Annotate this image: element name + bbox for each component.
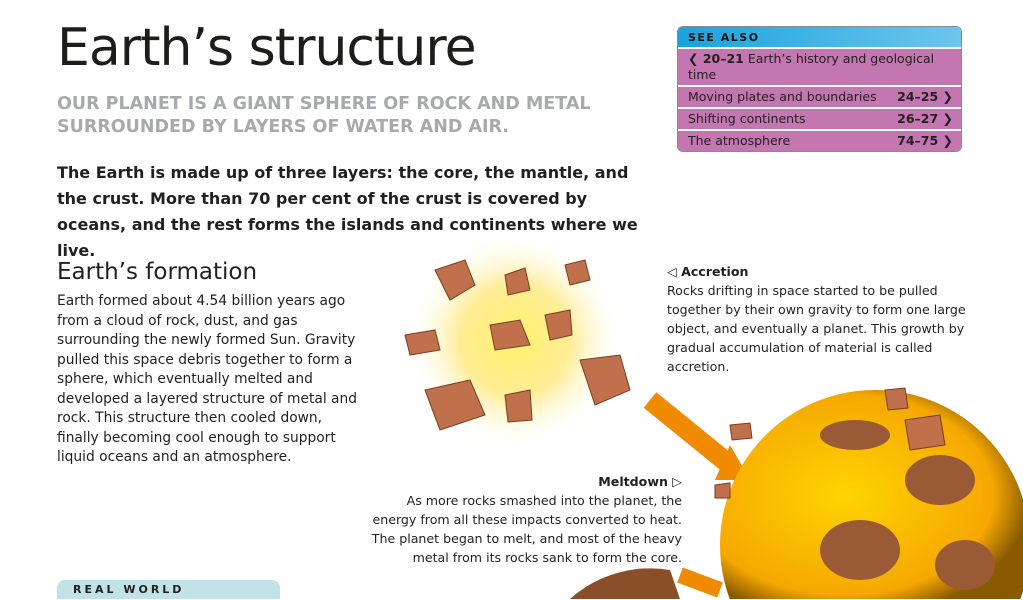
rock-fragments [404,259,631,431]
arrow-icon [643,392,737,473]
link-label: Moving plates and boundaries [688,89,877,104]
arrow-icon [677,567,723,598]
page-ref: 24–25 ❯ [897,89,953,104]
formation-heading: Earth’s formation [57,259,258,285]
see-also-link[interactable]: Moving plates and boundaries 24–25 ❯ [678,87,961,107]
meltdown-title: Meltdown ▷ [598,474,682,489]
impact-rocks [714,387,946,499]
page-title: Earth’s structure [57,18,477,78]
meltdown-caption: Meltdown ▷ As more rocks smashed into th… [366,472,682,567]
see-also-link[interactable]: Shifting continents 26–27 ❯ [678,109,961,129]
see-also-heading: SEE ALSO [678,27,961,47]
page-ref: ❮ 20–21 [688,51,744,66]
link-label: Earth’s history and geological time [688,51,935,82]
planet-cross-section [570,568,680,599]
formation-text: Earth formed about 4.54 billion years ag… [57,293,357,465]
meltdown-text: As more rocks smashed into the planet, t… [371,493,682,565]
link-label: Shifting continents [688,111,806,126]
accretion-caption: ◁ Accretion Rocks drifting in space star… [667,262,967,376]
real-world-label: REAL WORLD [57,580,280,599]
page-ref: 26–27 ❯ [897,111,953,126]
accretion-illustration [404,240,1023,599]
see-also-box: SEE ALSO ❮ 20–21 Earth’s history and geo… [677,26,962,152]
page-ref: 74–75 ❯ [897,133,953,148]
accretion-title: ◁ Accretion [667,264,749,279]
link-label: The atmosphere [688,133,791,148]
planet-patches [820,420,995,590]
see-also-link[interactable]: The atmosphere 74–75 ❯ [678,131,961,151]
see-also-link[interactable]: ❮ 20–21 Earth’s history and geological t… [678,49,961,85]
subtitle: OUR PLANET IS A GIANT SPHERE OF ROCK AND… [57,94,591,137]
intro-paragraph: The Earth is made up of three layers: th… [57,163,638,260]
accretion-text: Rocks drifting in space started to be pu… [667,283,966,374]
